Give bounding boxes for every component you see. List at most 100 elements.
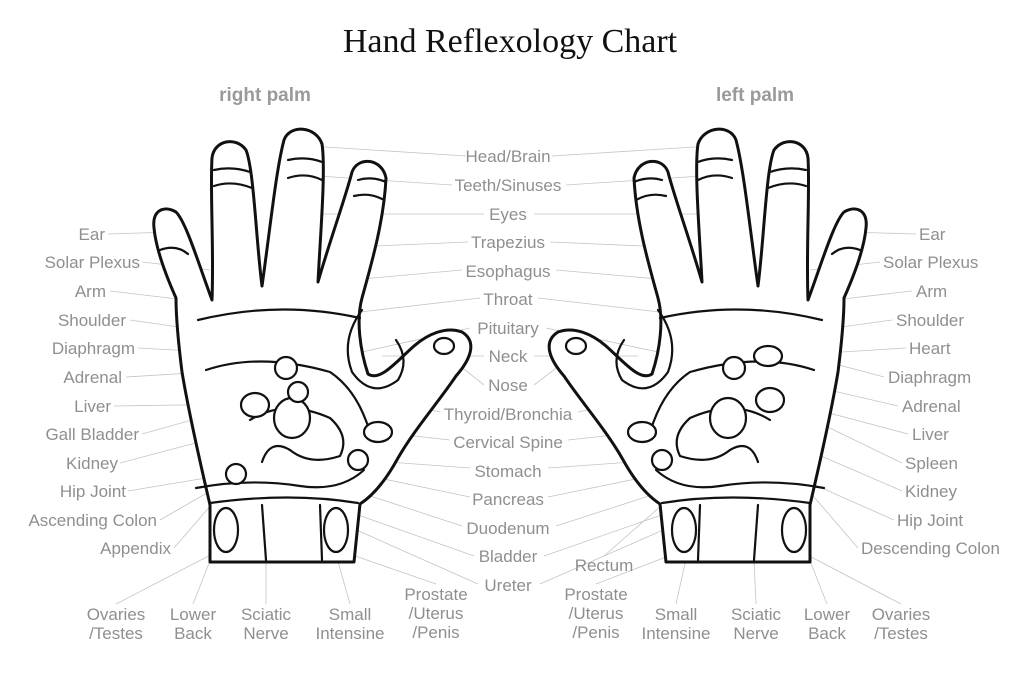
label-right-ovaries-2: /Testes <box>89 624 143 643</box>
leader-line <box>159 489 213 521</box>
label-left-lower-back-1: Lower <box>804 605 851 624</box>
left-finger-crease-1 <box>768 167 808 174</box>
label-trapezius: Trapezius <box>471 233 545 252</box>
left-blob-stomach <box>650 448 674 472</box>
leader-line <box>537 297 661 313</box>
left-finger-band-2 <box>766 182 808 190</box>
leader-line <box>109 290 187 301</box>
leader-line <box>753 559 757 605</box>
left-palm-lower-line <box>654 468 826 490</box>
label-left-ear: Ear <box>919 225 946 244</box>
leader-line <box>555 269 671 281</box>
left-blob-spleen <box>754 386 786 414</box>
label-left-small-1: Small <box>655 605 698 624</box>
left-finger-band-3 <box>696 174 734 182</box>
label-right-sciatic-2: Nerve <box>243 624 288 643</box>
label-duodenum: Duodenum <box>466 519 549 538</box>
label-esophagus: Esophagus <box>465 262 550 281</box>
left-palm-heading: left palm <box>716 85 794 106</box>
right-palm-outline <box>152 127 473 564</box>
label-left-diaphragm: Diaphragm <box>888 368 971 387</box>
right-wrist-band <box>208 496 360 505</box>
label-pituitary: Pituitary <box>477 319 539 338</box>
label-pancreas: Pancreas <box>472 490 544 509</box>
label-left-prostate-2: /Uterus <box>569 604 624 623</box>
label-left-small-2: Intensine <box>642 624 711 643</box>
label-left-prostate-1: Prostate <box>564 585 627 604</box>
label-right-diaphragm: Diaphragm <box>52 339 135 358</box>
label-left-solar-plexus: Solar Plexus <box>883 253 978 272</box>
label-left-spleen: Spleen <box>905 454 958 473</box>
label-right-ear: Ear <box>79 225 106 244</box>
label-right-ovaries-1: Ovaries <box>87 605 146 624</box>
leader-line <box>807 489 859 549</box>
right-palm-heading: right palm <box>219 85 311 106</box>
left-palm-side-labels: Ear Solar Plexus Arm Shoulder Heart Diap… <box>861 225 1000 558</box>
label-right-sciatic-1: Sciatic <box>241 605 292 624</box>
right-palm-diaphragm-line <box>196 308 362 322</box>
label-left-hip-joint: Hip Joint <box>897 511 963 530</box>
right-blob-prostate <box>322 506 350 554</box>
label-left-arm: Arm <box>916 282 947 301</box>
left-finger-crease-3 <box>632 177 664 184</box>
leader-line <box>309 145 467 157</box>
label-head-brain: Head/Brain <box>465 147 550 166</box>
leader-line <box>793 547 902 605</box>
label-teeth-sinuses: Teeth/Sinuses <box>455 176 562 195</box>
left-blob-ovaries <box>780 506 808 554</box>
label-thyroid-bronchia: Thyroid/Bronchia <box>444 405 573 424</box>
left-finger-band-4 <box>634 193 668 202</box>
right-blob-liver <box>239 391 271 419</box>
right-palm-bottom-labels: Ovaries /Testes Lower Back Sciatic Nerve… <box>87 585 468 643</box>
label-right-gall-bladder: Gall Bladder <box>45 425 139 444</box>
right-palm-inner-zone <box>204 360 374 442</box>
label-right-small-2: Intensine <box>316 624 385 643</box>
right-finger-band-3 <box>286 174 324 182</box>
leader-line <box>115 547 225 605</box>
right-blob-gall <box>286 380 310 404</box>
left-blob-kidney <box>708 396 748 440</box>
left-wrist-band <box>660 496 812 505</box>
leader-line <box>551 145 711 157</box>
right-blob-adrenal <box>273 355 299 381</box>
label-left-heart: Heart <box>909 339 951 358</box>
label-left-liver: Liver <box>912 425 949 444</box>
label-right-lower-back-2: Back <box>174 624 212 643</box>
right-blob-kidney <box>272 396 312 440</box>
left-palm-outline <box>547 127 868 564</box>
label-left-sciatic-1: Sciatic <box>731 605 782 624</box>
label-throat: Throat <box>483 290 532 309</box>
right-palm-side-labels: Ear Solar Plexus Arm Shoulder Diaphragm … <box>28 225 171 558</box>
label-right-shoulder: Shoulder <box>58 311 126 330</box>
label-left-rectum: Rectum <box>575 556 634 575</box>
label-right-kidney: Kidney <box>66 454 118 473</box>
left-palm-diaphragm-line <box>658 308 824 322</box>
label-right-adrenal: Adrenal <box>63 368 122 387</box>
right-finger-band-1 <box>158 246 190 256</box>
label-eyes: Eyes <box>489 205 527 224</box>
leader-line <box>359 297 481 313</box>
label-left-ovaries-2: /Testes <box>874 624 928 643</box>
left-finger-crease-2 <box>696 157 734 164</box>
label-bladder: Bladder <box>479 547 538 566</box>
label-ureter: Ureter <box>484 576 532 595</box>
right-palm-lower-line <box>194 468 366 490</box>
label-left-shoulder: Shoulder <box>896 311 964 330</box>
right-finger-crease-3 <box>356 177 388 184</box>
label-neck: Neck <box>489 347 528 366</box>
label-left-ovaries-1: Ovaries <box>872 605 931 624</box>
left-sciatic-lane <box>696 503 760 562</box>
right-thumb-web <box>346 308 405 390</box>
label-right-appendix: Appendix <box>100 539 171 558</box>
label-right-liver: Liver <box>74 397 111 416</box>
label-left-kidney: Kidney <box>905 482 957 501</box>
chart-title: Hand Reflexology Chart <box>343 23 678 60</box>
right-blob-stomach <box>346 448 370 472</box>
label-stomach: Stomach <box>474 462 541 481</box>
right-blob-hip <box>224 462 248 486</box>
label-right-lower-back-1: Lower <box>170 605 217 624</box>
label-right-prostate-2: /Uterus <box>409 604 464 623</box>
right-finger-band-4 <box>352 193 386 202</box>
left-palm-illustration <box>547 127 868 564</box>
